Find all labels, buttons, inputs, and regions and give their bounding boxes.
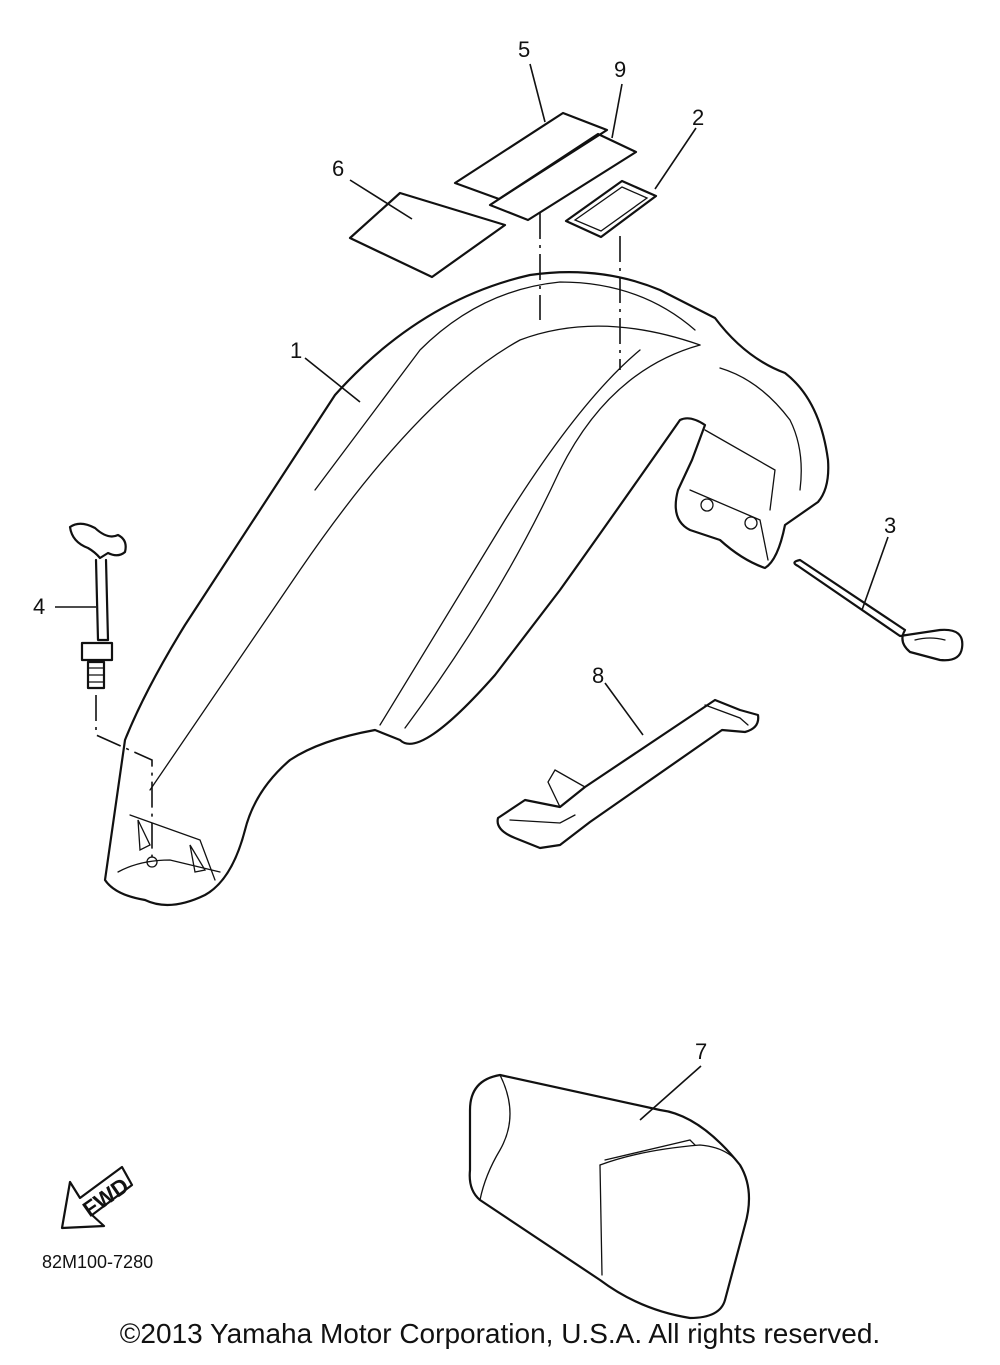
callout-6: 6: [332, 156, 344, 181]
callout-5: 5: [518, 37, 530, 62]
decal-2: [564, 179, 658, 239]
decal-6: [348, 191, 507, 279]
callout-1: 1: [290, 338, 302, 363]
fwd-arrow: FWD: [60, 1165, 133, 1230]
decal-9: [488, 132, 638, 222]
wing-bolt-part: [68, 522, 127, 690]
callout-8: 8: [592, 663, 604, 688]
callout-3: 3: [884, 513, 896, 538]
callout-9: 9: [614, 57, 626, 82]
callout-7: 7: [695, 1039, 707, 1064]
leader-lines: [55, 63, 889, 1121]
drawing-code: 82M100-7280: [42, 1252, 153, 1272]
assembly-lines: [95, 213, 621, 860]
callout-2: 2: [692, 105, 704, 130]
fender-part: [103, 271, 830, 907]
decal-5: [453, 111, 609, 201]
strap-part: [496, 698, 760, 850]
callouts: 5 9 2 6 1 3 4 8 7: [33, 37, 896, 1064]
copyright-notice: ©2013 Yamaha Motor Corporation, U.S.A. A…: [119, 1318, 881, 1349]
pin-part: [793, 558, 964, 662]
cover-part: [468, 1073, 751, 1320]
callout-4: 4: [33, 594, 45, 619]
